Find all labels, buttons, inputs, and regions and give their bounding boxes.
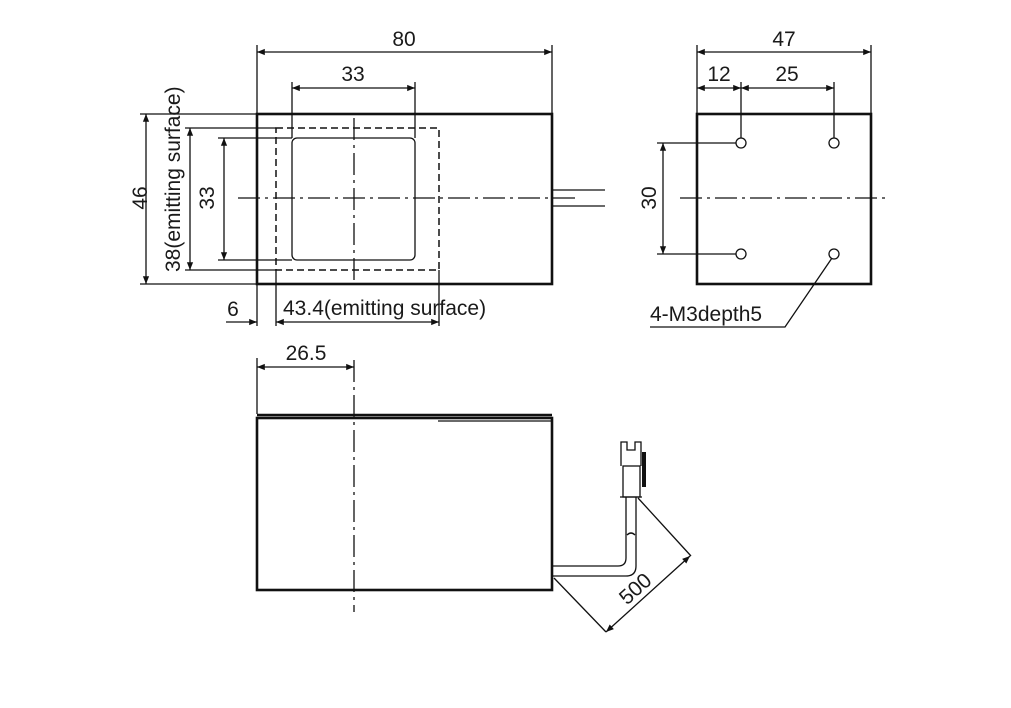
mounting-hole <box>735 137 747 149</box>
side-outline <box>695 112 873 286</box>
dim-side-width-label: 47 <box>772 28 795 51</box>
mounting-hole <box>735 248 747 260</box>
bottom-outline <box>255 416 554 592</box>
dim-width-label: 80 <box>392 28 415 51</box>
dim-center-offset-label: 26.5 <box>286 342 327 365</box>
dim-emitting-height-label: 38(emitting surface) <box>162 86 185 272</box>
side-view: 47 12 25 30 4-M3depth5 <box>638 28 888 328</box>
hole-callout-leader <box>650 257 833 328</box>
dim-hole-offset-label: 12 <box>707 63 730 86</box>
dim-hole-spacing-x-label: 25 <box>775 63 798 86</box>
front-view: 80 33 46 38(emitting surface) 33 6 43.4(… <box>129 28 605 326</box>
hole-callout-label: 4-M3depth5 <box>650 303 762 326</box>
dim-emitting-width-label: 43.4(emitting surface) <box>283 297 486 320</box>
dim-window-width-label: 33 <box>341 63 364 86</box>
connector <box>620 441 646 498</box>
bottom-view: 26.5 500 <box>255 342 692 633</box>
dim-height-label: 46 <box>129 186 152 209</box>
emitting-surface-outline <box>275 127 440 271</box>
dim-window-height-label: 33 <box>196 186 219 209</box>
housing-outline <box>255 112 554 286</box>
cable <box>552 497 637 577</box>
dim-hole-spacing-y-label: 30 <box>638 186 661 209</box>
cable-stub <box>552 189 605 207</box>
dimension-cable-length <box>605 555 691 633</box>
dim-cable-length-label: 500 <box>615 569 656 610</box>
mounting-hole <box>828 137 840 149</box>
mounting-hole <box>828 248 840 260</box>
dim-offset-label: 6 <box>227 298 239 321</box>
